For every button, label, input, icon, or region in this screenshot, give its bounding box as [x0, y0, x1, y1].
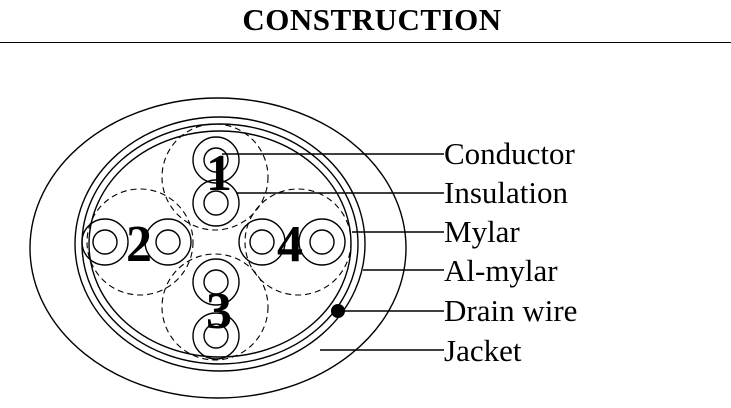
pair-2-wire-a-conductor [92, 229, 118, 255]
conductors [81, 136, 346, 360]
label-insulation: Insulation [444, 175, 568, 210]
pair-2-wire-a-insulation [81, 218, 129, 266]
page-title: CONSTRUCTION [242, 2, 502, 37]
pair-3-bundle [161, 253, 269, 361]
pair-2-wire-b-conductor [155, 229, 181, 255]
label-mylar: Mylar [444, 214, 520, 249]
leader-lines [222, 153, 444, 351]
pair-number-2: 2 [126, 216, 152, 273]
pair-4-wire-a-insulation [238, 218, 286, 266]
pair-4-wire-a-conductor [249, 229, 275, 255]
title-divider [0, 42, 731, 43]
pair-1-wire-a-conductor [203, 147, 229, 173]
pair-3-wire-a-insulation [192, 258, 240, 306]
label-al-mylar: Al-mylar [444, 253, 558, 288]
pair-number-4: 4 [277, 216, 303, 273]
jacket-outer-ring [29, 97, 407, 399]
pair-2-bundle [86, 188, 194, 296]
label-conductor: Conductor [444, 136, 576, 171]
pair-1-wire-b-conductor [203, 190, 229, 216]
label-drain-wire: Drain wire [444, 293, 577, 328]
pair-1-wire-a-insulation [192, 136, 240, 184]
label-jacket: Jacket [444, 333, 522, 368]
pair-3-wire-a-conductor [203, 269, 229, 295]
pair-3-wire-b-conductor [203, 323, 229, 349]
pair-3-wire-b-insulation [192, 312, 240, 360]
pair-1-wire-b-insulation [192, 179, 240, 227]
pair-number-3: 3 [206, 283, 232, 340]
pair-bundles [86, 123, 352, 361]
pair-4-wire-b-insulation [298, 218, 346, 266]
pair-1-bundle [161, 123, 269, 231]
pair-4-bundle [244, 188, 352, 296]
pair-2-wire-b-insulation [144, 218, 192, 266]
pair-4-wire-b-conductor [309, 229, 335, 255]
al-mylar-ring-outer [74, 116, 366, 372]
